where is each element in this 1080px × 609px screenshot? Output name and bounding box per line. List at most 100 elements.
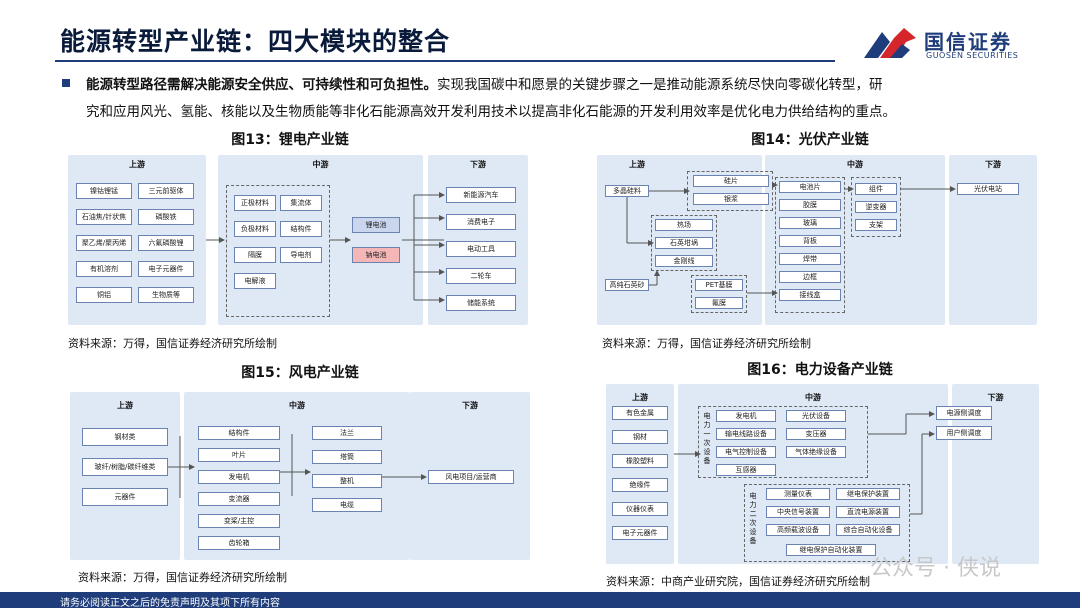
fig13-arrows xyxy=(206,192,445,303)
fig14-node: 高纯石英砂 xyxy=(605,279,649,291)
fig13-cell-node: 锂电池 xyxy=(352,217,400,233)
fig14-node: 边框 xyxy=(779,271,841,283)
fig14-source: 资料来源：万得，国信证券经济研究所绘制 xyxy=(602,337,811,350)
fig13-upstream-node: 铜铝 xyxy=(76,287,132,303)
fig13-upstream-node: 六氟磷酸锂 xyxy=(138,235,194,251)
fig14-arrows xyxy=(626,182,956,296)
fig13-mid-group xyxy=(226,185,330,317)
intro-rest: 实现我国碳中和愿景的关键步骤之一是推动能源系统尽快向零碳化转型，研 xyxy=(437,77,883,93)
fig16-mid-label: 中游 xyxy=(805,393,821,402)
fig13-upstream-node: 磷酸铁 xyxy=(138,209,194,225)
fig16-up-label: 上游 xyxy=(632,393,648,402)
fig15-wind-chain: 上游 中游 下游 钢材类玻纤/树脂/碳纤维类元器件结构件叶片发电机变流器变桨/主… xyxy=(70,392,530,560)
fig16-primary-node: 互感器 xyxy=(716,464,776,476)
intro-line-2: 究和应用风光、氢能、核能以及生物质能等非化石能源高效开发利用技术以提高非化石能源… xyxy=(86,104,896,120)
fig13-midstream-node: 负极材料 xyxy=(234,221,276,237)
fig13-downstream-node: 消费电子 xyxy=(446,214,516,230)
fig16-down-label: 下游 xyxy=(987,393,1004,402)
fig14-node: 硅片 xyxy=(693,175,769,187)
fig16-secondary-node: 综合自动化设备 xyxy=(836,524,900,536)
fig15-up-label: 上游 xyxy=(117,401,133,410)
fig16-secondary-group xyxy=(744,484,910,562)
fig16-upstream-node: 钢材 xyxy=(612,430,668,444)
fig13-mid-label: 中游 xyxy=(312,160,329,169)
fig16-power-equipment-chain: 上游 中游 下游 电力一次设备 电力二次设备 有色金属钢材橡胶塑料绝缘件仪器仪表… xyxy=(606,384,1039,564)
fig16-arrows xyxy=(674,411,935,515)
fig16-secondary-node: 测量仪表 xyxy=(766,488,830,500)
fig15-arrows xyxy=(168,434,427,498)
fig13-downstream-node: 储能系统 xyxy=(446,295,516,311)
fig13-midstream-node: 正极材料 xyxy=(234,195,276,211)
fig13-midstream-node: 结构件 xyxy=(280,221,322,237)
fig16-upstream-node: 电子元器件 xyxy=(612,526,668,540)
fig13-midstream-node: 隔膜 xyxy=(234,247,276,263)
fig15-midstream-node: 塔筒 xyxy=(312,450,382,464)
fig15-title: 图15：风电产业链 xyxy=(241,365,359,381)
fig14-node: 胶膜 xyxy=(779,199,841,211)
fig14-node: PET基膜 xyxy=(695,279,743,291)
fig15-source: 资料来源：万得，国信证券经济研究所绘制 xyxy=(78,571,287,584)
fig15-midstream-node: 整机 xyxy=(312,474,382,488)
title-underline xyxy=(55,60,835,62)
fig14-down-label: 下游 xyxy=(985,160,1001,169)
fig14-node: 逆变器 xyxy=(855,201,897,213)
fig14-title: 图14：光伏产业链 xyxy=(751,132,869,148)
fig14-node: 玻璃 xyxy=(779,217,841,229)
fig13-up-label: 上游 xyxy=(129,160,145,169)
fig14-node: 金刚线 xyxy=(655,255,713,267)
fig14-node: 光伏电站 xyxy=(957,183,1019,195)
fig16-primary-label: 电力一次设备 xyxy=(703,412,711,465)
fig16-primary-group xyxy=(698,406,868,478)
fig15-midstream-node: 变流器 xyxy=(198,492,280,506)
fig16-title: 图16：电力设备产业链 xyxy=(747,362,893,378)
fig16-secondary-node: 直流电源装置 xyxy=(836,506,900,518)
logo-text-en: GUOSEN SECURITIES xyxy=(926,51,1019,60)
fig14-mid-label: 中游 xyxy=(847,160,863,169)
fig14-node: 接线盒 xyxy=(779,289,841,301)
guosen-logo: 国信证券 GUOSEN SECURITIES xyxy=(860,24,1060,64)
fig16-source: 资料来源：中商产业研究院，国信证券经济研究所绘制 xyxy=(606,575,870,588)
fig15-midstream-node: 法兰 xyxy=(312,426,382,440)
footer-disclaimer: 请务必阅读正文之后的免责声明及其项下所有内容 xyxy=(60,598,280,609)
fig13-lithium-chain: 上游 中游 下游 镍钴锂锰三元前驱体石油焦/针状焦磷酸铁聚乙烯/聚丙烯六氟磷酸锂… xyxy=(68,155,528,325)
logo-text-cn: 国信证券 xyxy=(924,30,1012,54)
watermark: 公众号 · 侠说 xyxy=(870,556,1001,581)
fig14-node: 银浆 xyxy=(693,193,769,205)
fig13-upstream-node: 电子元器件 xyxy=(138,261,194,277)
fig14-node: 石英坩埚 xyxy=(655,237,713,249)
fig16-downstream-node: 用户侧调度 xyxy=(936,426,992,440)
fig14-system-group xyxy=(851,177,901,237)
fig13-title: 图13：锂电产业链 xyxy=(231,132,349,148)
fig15-down-label: 下游 xyxy=(462,401,478,410)
fig13-downstream-node: 电动工具 xyxy=(446,241,516,257)
fig16-secondary-node: 继电保护装置 xyxy=(836,488,900,500)
fig14-film-group xyxy=(691,275,747,313)
fig16-upstream-node: 绝缘件 xyxy=(612,478,668,492)
footer-bar xyxy=(0,592,1080,608)
fig15-midstream-node: 齿轮箱 xyxy=(198,536,280,550)
fig14-node: 支架 xyxy=(855,219,897,231)
fig15-midstream-node: 变桨/主控 xyxy=(198,514,280,528)
fig13-down-label: 下游 xyxy=(470,160,486,169)
fig16-secondary-node: 高频载波设备 xyxy=(766,524,830,536)
fig15-midstream-node: 发电机 xyxy=(198,470,280,484)
fig15-upstream-node: 玻纤/树脂/碳纤维类 xyxy=(82,458,168,476)
fig14-node: 背板 xyxy=(779,235,841,247)
fig16-upstream-node: 橡胶塑料 xyxy=(612,454,668,468)
fig16-primary-node: 输电线路设备 xyxy=(716,428,776,440)
intro-line-1: 能源转型路径需解决能源安全供应、可持续性和可负担性。实现我国碳中和愿景的关键步骤… xyxy=(86,73,883,93)
guosen-logo-icon xyxy=(864,28,916,58)
fig13-midstream-node: 电解液 xyxy=(234,273,276,289)
fig13-downstream-node: 二轮车 xyxy=(446,268,516,284)
fig14-node: 焊带 xyxy=(779,253,841,265)
fig16-secondary-node: 继电保护自动化装置 xyxy=(786,544,876,556)
fig15-upstream-panel xyxy=(70,392,180,560)
fig13-upstream-node: 聚乙烯/聚丙烯 xyxy=(76,235,132,251)
fig13-downstream-node: 新能源汽车 xyxy=(446,187,516,203)
fig16-primary-node: 变压器 xyxy=(786,428,846,440)
fig14-module-parts-group xyxy=(775,177,845,313)
fig13-upstream-node: 有机溶剂 xyxy=(76,261,132,277)
fig13-source: 资料来源：万得，国信证券经济研究所绘制 xyxy=(68,337,277,350)
bullet-square xyxy=(62,79,70,87)
